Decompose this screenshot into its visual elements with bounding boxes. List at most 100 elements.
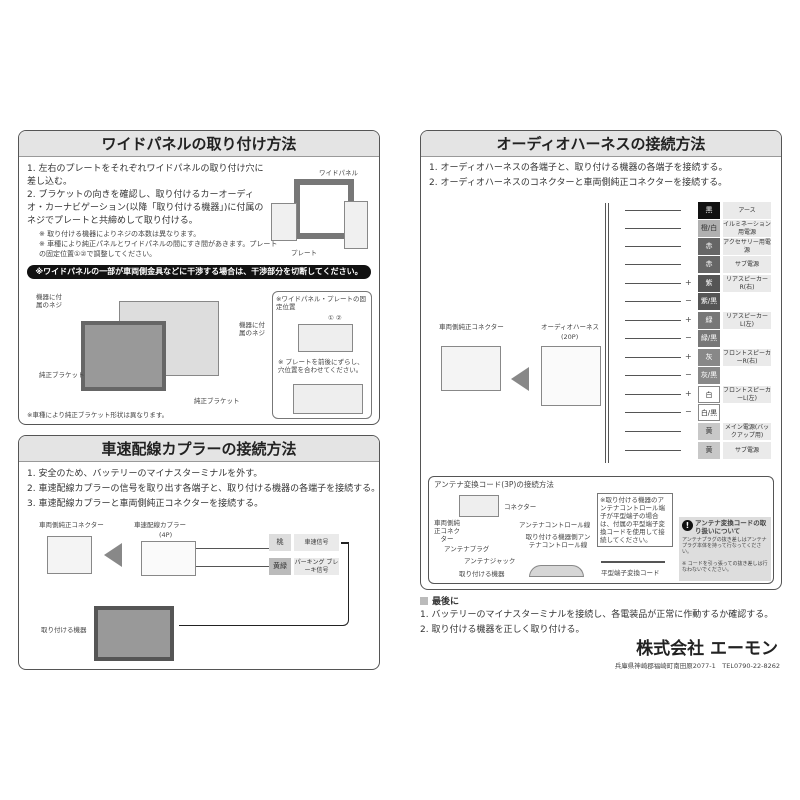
final-section: 最後に 1. バッテリーのマイナスターミナルを接続し、各電装品が正常に作動するか… (420, 594, 782, 637)
wire-line (625, 412, 681, 413)
wire-line (625, 210, 681, 211)
section-title: オーディオハーネスの接続方法 (421, 131, 781, 157)
plus-icon: + (685, 278, 692, 287)
wire-label: イルミネーション用電源 (723, 220, 771, 237)
wire-label: サブ電源 (723, 442, 771, 459)
wide-panel-label: ワイドパネル (319, 169, 358, 177)
wire-color-swatch: 赤 (698, 256, 720, 273)
antenna-connector-illustration (459, 495, 499, 517)
wire-color-swatch: 緑 (698, 312, 720, 329)
coupler-pins: (4P) (159, 531, 173, 539)
jack-label: アンテナジャック (464, 557, 516, 565)
wire-line (625, 264, 681, 265)
square-bullet-icon (420, 596, 428, 605)
connector-label: コネクター (504, 503, 537, 511)
wire-row: 白フロントスピーカーL(左) (698, 386, 771, 403)
minus-icon: − (685, 407, 692, 416)
arrow-left-icon (104, 543, 122, 567)
flat-cord-label: 平型端子変換コード (601, 569, 660, 577)
final-heading: 最後に (420, 594, 782, 607)
wire-line (625, 228, 681, 229)
harness-bundle (605, 203, 625, 463)
company-address: 兵庫県神崎郡福崎町南田原2077-1 TEL0790-22-8262 (614, 662, 780, 670)
section-title: 車速配線カプラーの接続方法 (19, 436, 379, 462)
bracket-label-left: 純正ブラケット (39, 371, 85, 379)
wire-line (625, 246, 681, 247)
company-name: 株式会社 エーモン (636, 639, 778, 659)
plus-icon: + (685, 389, 692, 398)
antenna-title: アンテナ変換コード(3P)の接続方法 (434, 480, 554, 489)
wire-row: 灰/黒 (698, 367, 720, 384)
wire-row: 黄メイン電源(バックアップ用) (698, 423, 771, 440)
device-label: 取り付ける機器 (41, 626, 87, 634)
wire-color-swatch: 灰/黒 (698, 367, 720, 384)
bracket-note: ※車種により純正ブラケット形状は異なります。 (27, 411, 169, 419)
inset-box: ※ワイドパネル・プレートの固定位置 ① ② ※ プレートを前後にずらし、穴位置を… (272, 291, 372, 419)
signal-line-top (341, 542, 349, 544)
callout-box: ※取り付ける機器のアンテナコントロール端子が平型端子の場合は、付属の平型端子変換… (597, 493, 673, 547)
inset-note: ※ プレートを前後にずらし、穴位置を合わせてください。 (278, 358, 364, 374)
wire-line (625, 375, 681, 376)
wire-color-swatch: 黄 (698, 423, 720, 440)
wire-row: 緑リアスピーカーL(左) (698, 312, 771, 329)
vehicle-connector-illustration (47, 536, 92, 574)
flat-cord-illustration (601, 561, 665, 563)
plate-label: プレート (291, 249, 317, 257)
caution-box: ! アンテナ変換コードの取り扱いについて アンテナプラグの抜き差しはアンテナプラ… (679, 517, 771, 581)
wire-color-swatch: 赤 (698, 238, 720, 255)
wire-label: メイン電源(バックアップ用) (723, 423, 771, 440)
device-label: 取り付ける機器 (459, 570, 505, 578)
exclamation-icon: ! (682, 520, 693, 531)
inset-plate-1 (298, 324, 353, 352)
section-title: ワイドパネルの取り付け方法 (19, 131, 379, 157)
warning-banner: ※ワイドパネルの一部が車両側金具などに干渉する場合は、干渉部分を切断してください… (27, 265, 371, 279)
vehicle-connector-label: 車両側純正コネクター (434, 519, 460, 543)
device-illustration (81, 321, 166, 391)
caution-title: アンテナ変換コードの取り扱いについて (695, 519, 767, 535)
wire-row: 緑/黒 (698, 330, 720, 347)
wire-label: リアスピーカーL(左) (723, 312, 771, 329)
step-1: 1. 安全のため、バッテリーのマイナスターミナルを外す。 (27, 469, 263, 479)
step-2: 2. オーディオハーネスのコネクターと車両側純正コネクターを接続する。 (429, 178, 728, 188)
device-illustration (94, 606, 174, 661)
wide-panel-section: ワイドパネルの取り付け方法 1. 左右のプレートをそれぞれワイドパネルの取り付け… (18, 130, 380, 425)
wire-row: 紫リアスピーカーR(右) (698, 275, 771, 292)
plate-left (271, 203, 297, 241)
wire-color-swatch: 白/黒 (698, 404, 720, 421)
minus-icon: − (685, 296, 692, 305)
wire-label: 車速信号 (294, 534, 339, 551)
wire-color-swatch: 白 (698, 386, 720, 403)
step-3: 3. 車速配線カプラーと車両側純正コネクターを接続する。 (27, 499, 264, 509)
minus-icon: − (685, 333, 692, 342)
wire-line (625, 357, 681, 358)
plus-icon: + (685, 315, 692, 324)
wire-row: 赤アクセサリー用電源 (698, 238, 771, 255)
wire-color-swatch: 緑/黒 (698, 330, 720, 347)
vehicle-connector-label: 車両側純正コネクター (39, 521, 104, 529)
wire-line (625, 431, 681, 432)
plate-right (344, 201, 368, 249)
wire-label: サブ電源 (723, 256, 771, 273)
device-control-line-label: 取り付ける機器側アンテナコントロール線 (525, 533, 591, 549)
plug-label: アンテナプラグ (444, 545, 490, 553)
coupler-label: 車速配線カプラー (134, 521, 186, 529)
coupler-illustration (141, 541, 196, 576)
wire-row: 橙/白イルミネーション用電源 (698, 220, 771, 237)
wire-line (625, 283, 681, 284)
minus-icon: − (685, 370, 692, 379)
wire-color-swatch: 紫 (698, 275, 720, 292)
caution-2: ※ コードを引っ張っての抜き差しは行なわないでください。 (682, 561, 768, 573)
wire-row: 黄サブ電源 (698, 442, 771, 459)
device-illustration (529, 565, 584, 577)
caution-1: アンテナプラグの抜き差しはアンテナプラグ本体を持って行なってください。 (682, 537, 767, 555)
wire-line (625, 394, 681, 395)
inset-plate-2 (293, 384, 363, 414)
harness-connector-illustration (541, 346, 601, 406)
note-1: ※ 取り付ける機器によりネジの本数は異なります。 (39, 230, 201, 238)
plus-icon: + (685, 352, 692, 361)
vehicle-connector-label: 車両側純正コネクター (439, 323, 504, 331)
parking-brake-wire: 黄緑 パーキング ブレーキ信号 (269, 558, 339, 575)
harness-pins: (20P) (561, 333, 579, 341)
final-title: 最後に (432, 597, 460, 607)
wire-line (625, 338, 681, 339)
